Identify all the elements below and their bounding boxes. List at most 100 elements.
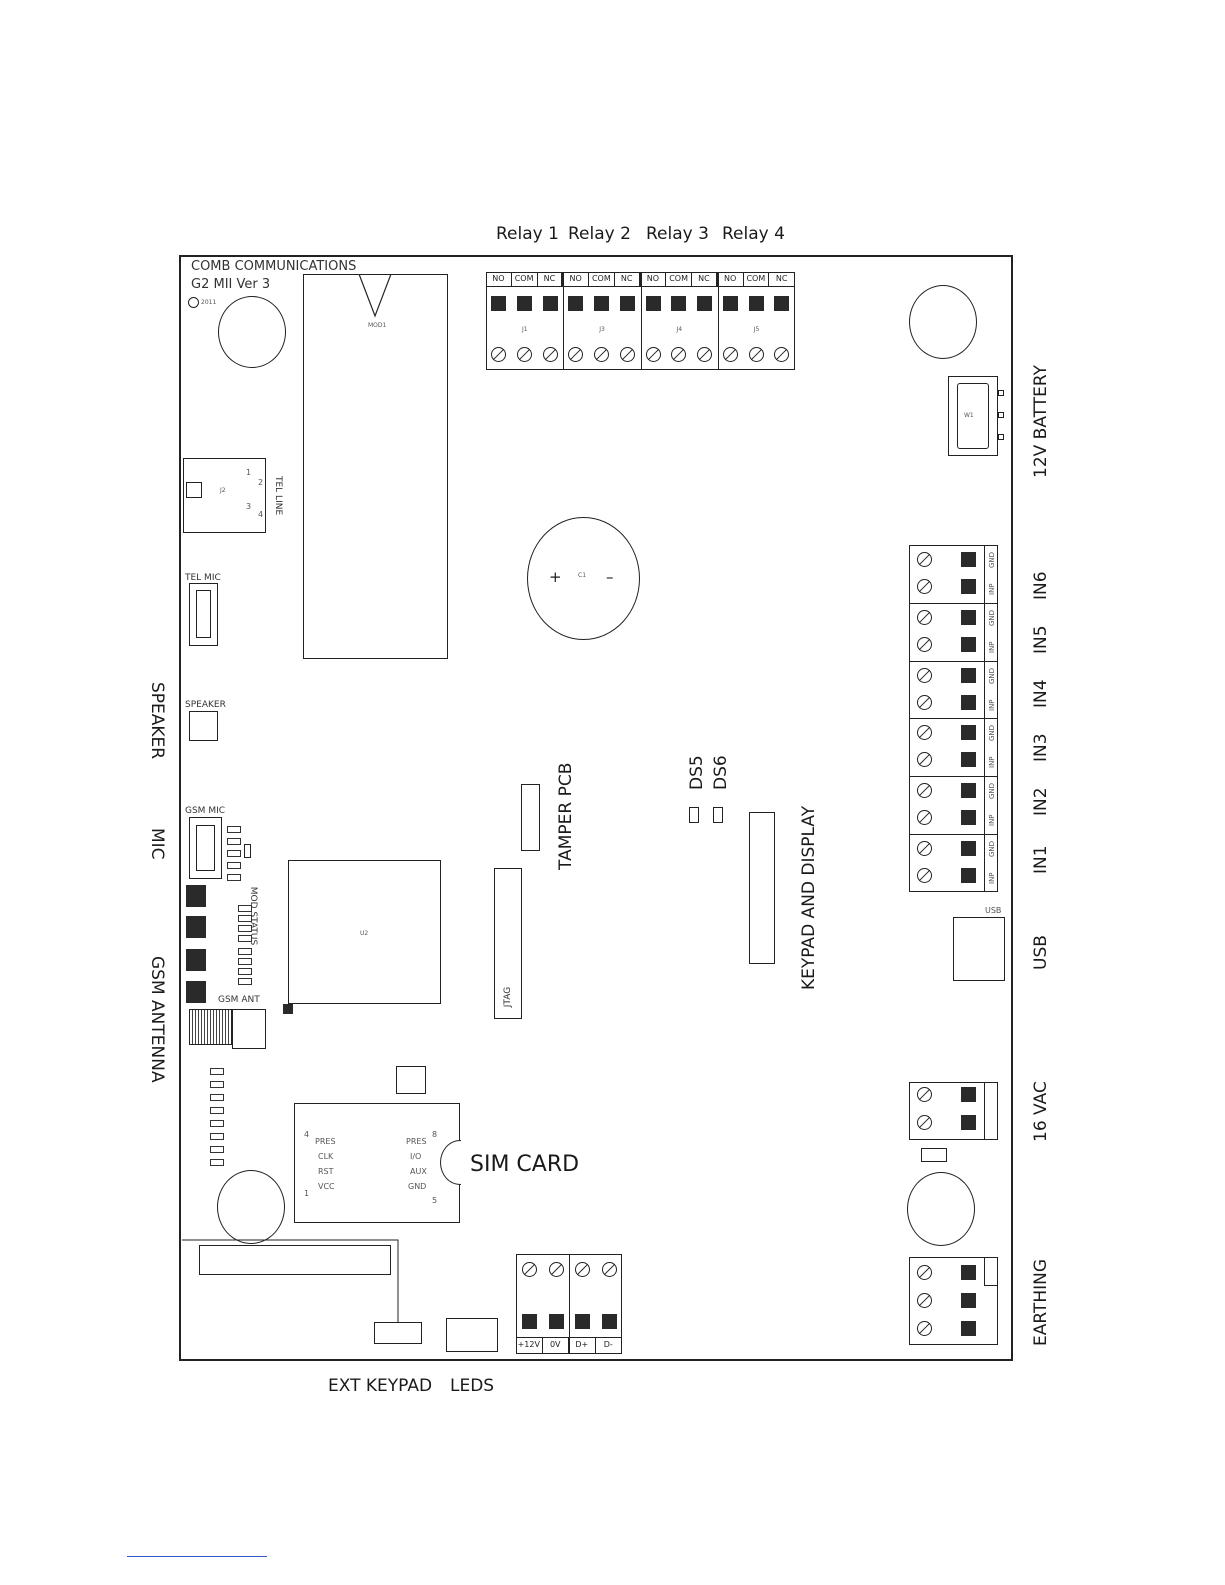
input-divider	[909, 718, 998, 720]
earthing-screw-3	[917, 1321, 932, 1336]
resistor	[210, 1081, 224, 1088]
input-header-strip	[984, 660, 985, 719]
terminal-divider	[569, 1254, 570, 1354]
ds5-led	[689, 807, 699, 823]
input-pin	[961, 841, 976, 856]
resistor	[210, 1107, 224, 1114]
bottom-terminal-label: D-	[595, 1337, 622, 1354]
speaker-label: SPEAKER	[147, 682, 167, 760]
resistor	[227, 838, 241, 845]
gsm-ant-connector	[232, 1009, 266, 1049]
sim-left-pin: CLK	[318, 1152, 334, 1161]
resistor	[210, 1094, 224, 1101]
sim-pin-5: 5	[432, 1196, 438, 1205]
input-pin	[961, 667, 976, 683]
capacitor-id: C1	[578, 572, 587, 579]
input-divider	[909, 776, 998, 778]
relay-pin	[748, 296, 764, 311]
relay-screw	[645, 347, 661, 362]
input-divider	[909, 660, 998, 662]
relay-screw	[619, 347, 635, 362]
input-pin	[961, 552, 976, 567]
earthing-label: EARTHING	[1031, 1258, 1051, 1346]
ds6-label: DS6	[711, 755, 731, 790]
in5-label: IN5	[1031, 625, 1051, 654]
capacitor-plus: +	[549, 568, 562, 586]
relay-divider	[717, 272, 719, 370]
module-id: MOD1	[368, 322, 387, 329]
usb-connector	[953, 917, 1005, 981]
relay-header-cell: COM	[743, 272, 770, 287]
bottom-terminal-label: +12V	[516, 1337, 543, 1354]
relay-id: J5	[753, 326, 760, 333]
input-pin	[961, 725, 976, 741]
input-screw	[917, 810, 932, 826]
input-header-cell: INP	[988, 699, 996, 711]
gsm-mic-inner	[196, 825, 215, 871]
ext-keypad-connector	[374, 1322, 422, 1344]
relay-header-cell: NO	[563, 272, 589, 287]
sim-right-pin: AUX	[410, 1167, 427, 1176]
tamper-connector	[521, 784, 540, 851]
vac-screw-1	[917, 1087, 932, 1102]
resistor	[227, 874, 241, 881]
tel-pin-1: 1	[246, 468, 252, 477]
input-header-cell: GND	[988, 551, 996, 568]
relay-pin	[774, 296, 790, 311]
vac-screw-2	[917, 1115, 932, 1130]
relay-pin	[722, 296, 738, 311]
relay-screw	[491, 347, 506, 362]
relay-id: J1	[522, 326, 528, 333]
status-led-3	[186, 949, 206, 971]
board-model: G2 MII Ver 3	[191, 277, 271, 292]
relay-4-label: Relay 4	[722, 224, 785, 244]
bottom-pin	[601, 1314, 617, 1329]
ext-keypad-label: EXT KEYPAD	[328, 1376, 433, 1396]
resistor	[238, 935, 252, 942]
vac-side	[984, 1082, 998, 1140]
resistor	[210, 1159, 224, 1166]
fuse	[921, 1148, 947, 1162]
relay-pin	[619, 296, 635, 311]
relay-divider	[563, 272, 565, 370]
resistor	[227, 826, 241, 833]
tel-line-latch	[186, 482, 202, 498]
tel-pin-2: 2	[258, 478, 264, 487]
mic-label: MIC	[147, 828, 167, 860]
battery-pin-3	[998, 434, 1004, 440]
input-header-cell: INP	[988, 872, 996, 884]
relay-1-label: Relay 1	[496, 224, 559, 244]
bottom-pin	[575, 1314, 590, 1329]
ds6-led	[713, 807, 723, 823]
relay-screw	[594, 347, 609, 362]
sim-pin-1: 1	[304, 1189, 310, 1198]
vac-label: 16 VAC	[1031, 1081, 1051, 1142]
relay-header-cell: NO	[486, 272, 512, 287]
mounting-hole-top-right	[909, 285, 977, 359]
tel-mic-inner	[196, 590, 211, 638]
tel-line-label: TEL LINE	[273, 476, 283, 516]
input-header-strip	[984, 776, 985, 834]
resistor	[227, 862, 241, 869]
input-header-strip	[984, 545, 985, 603]
earthing-screw-2	[917, 1293, 932, 1308]
relay-screw	[671, 347, 687, 362]
ext-keypad-trace	[182, 1239, 399, 1338]
input-pin	[961, 810, 976, 826]
bottom-terminal-label: 0V	[542, 1337, 569, 1354]
relay-screw	[516, 347, 532, 362]
mounting-hole-bottom-right	[907, 1172, 975, 1246]
relay-header-cell: NO	[640, 272, 667, 287]
relay-pin	[645, 296, 661, 311]
input-pin	[961, 636, 976, 652]
jtag-label: JTAG	[503, 986, 514, 1008]
battery-connector-inner	[957, 383, 989, 449]
input-pin	[961, 579, 976, 594]
earthing-pin-3	[961, 1321, 976, 1336]
speaker-connector	[189, 711, 218, 741]
resistor	[238, 915, 252, 922]
input-header-strip	[984, 718, 985, 777]
relay-screw	[722, 347, 738, 362]
sim-pin-8: 8	[432, 1130, 438, 1139]
gsm-ant-coil	[189, 1009, 232, 1045]
